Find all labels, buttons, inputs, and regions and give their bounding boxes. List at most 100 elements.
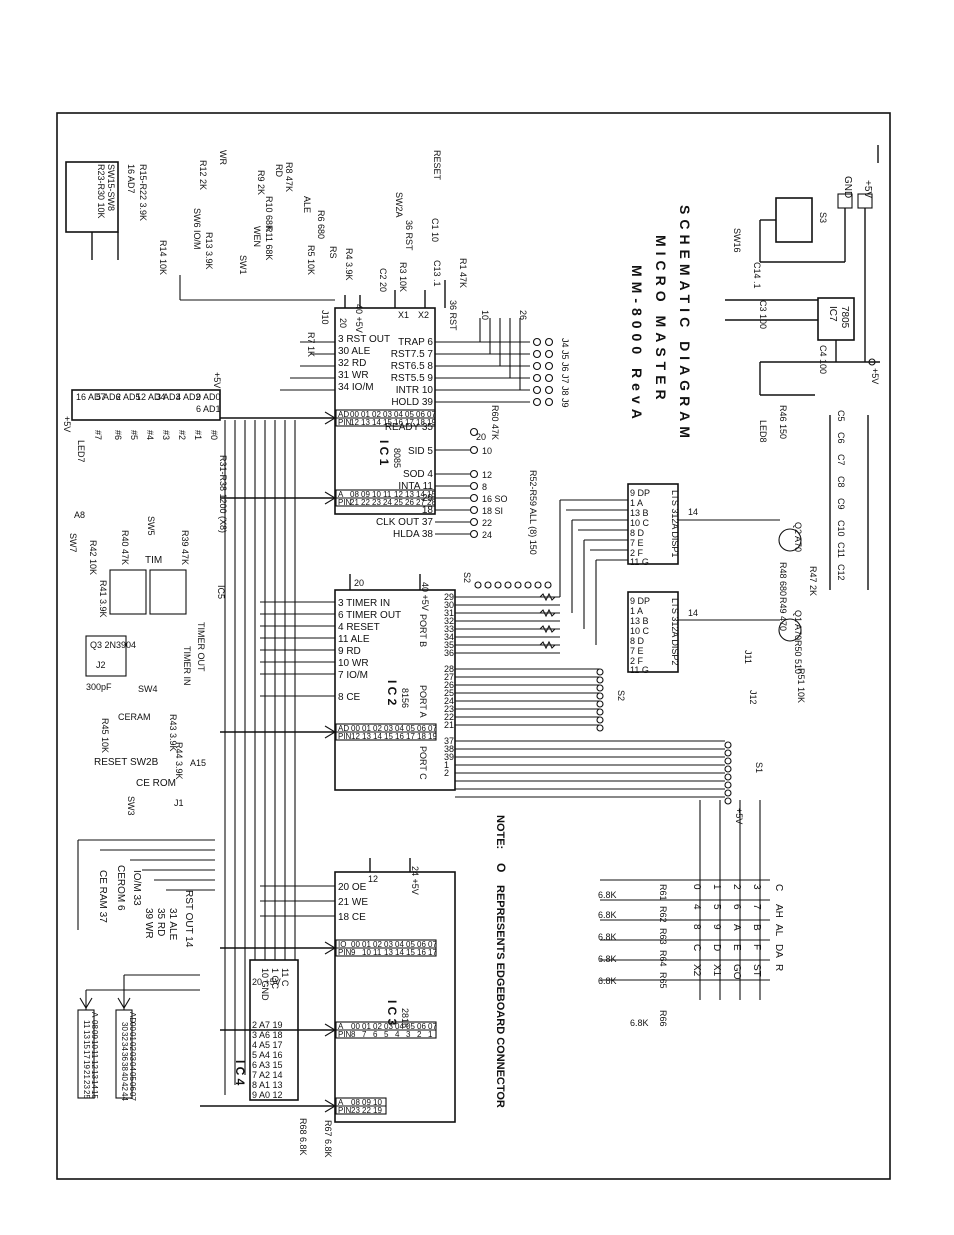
power-section: GND +5V IC7 7805 +5V S3 SW16 C14 .1 C3 1… [725, 176, 880, 590]
svg-text:37: 37 [444, 736, 454, 746]
keypad-row-r62: 4 5 6 7 [691, 904, 762, 910]
timer-block: A8 SW7 R42 10K R41 3.9K R40 47K SW5 R39 … [68, 510, 226, 816]
svg-text:J12: J12 [748, 690, 758, 705]
svg-text:SW3: SW3 [126, 796, 136, 816]
svg-text:01: 01 [362, 940, 371, 949]
svg-text:RST6.5 8: RST6.5 8 [391, 361, 434, 372]
svg-text:R23-R30 10K: R23-R30 10K [96, 164, 106, 219]
svg-text:13 B: 13 B [630, 616, 649, 626]
svg-text:4 AD2: 4 AD2 [176, 392, 201, 402]
svg-text:7 A2 14: 7 A2 14 [252, 1070, 283, 1080]
svg-text:AD: AD [338, 410, 349, 419]
svg-text:14: 14 [90, 1080, 99, 1089]
svg-text:4 A5 17: 4 A5 17 [252, 1040, 283, 1050]
svg-text:C9: C9 [836, 498, 846, 510]
svg-text:IO/M 33: IO/M 33 [131, 870, 142, 906]
ic2-port-c-pins: 37 38 39 1 2 [444, 736, 454, 778]
svg-text:31 WR: 31 WR [338, 370, 369, 381]
ic1-left-pins: 3 RST OUT 30 ALE 32 RD 31 WR 34 IO/M [338, 334, 390, 393]
svg-text:R62: R62 [658, 906, 668, 923]
svg-text:6.8K: 6.8K [598, 976, 617, 986]
svg-text:SOD 4: SOD 4 [403, 469, 433, 480]
svg-text:21: 21 [350, 498, 359, 507]
svg-text:8 A1 13: 8 A1 13 [252, 1080, 283, 1090]
svg-text:7 E: 7 E [630, 538, 644, 548]
svg-text:R14 10K: R14 10K [158, 240, 168, 275]
note-text: REPRESENTS EDGEBOARD CONNECTOR [494, 885, 506, 1108]
svg-text:23: 23 [372, 498, 381, 507]
svg-text:17: 17 [428, 948, 437, 957]
port-buses: R52-R59 ALL (8) 150 S2 S2 S1 +5V [455, 470, 764, 824]
ad-latch-block: 16 AD7 5 AD6 2 AD5 12 AD4 3 AD3 4 AD2 6 … [71, 372, 222, 421]
interrupt-jumpers: J4 J5 J6 J7 J8 J9 [532, 337, 570, 408]
svg-text:03: 03 [128, 1052, 137, 1061]
svg-text:9 A0 12: 9 A0 12 [252, 1090, 283, 1100]
note-label: NOTE: [494, 815, 506, 849]
svg-text:16: 16 [394, 418, 403, 427]
svg-text:6 TIMER OUT: 6 TIMER OUT [338, 610, 401, 621]
svg-text:SW7: SW7 [68, 533, 78, 553]
svg-text:6.8K: 6.8K [598, 890, 617, 900]
svg-text:01: 01 [361, 410, 370, 419]
svg-text:06: 06 [417, 724, 426, 733]
svg-text:CLK OUT 37: CLK OUT 37 [376, 517, 433, 528]
svg-text:18 SI: 18 SI [482, 506, 503, 516]
svg-text:08: 08 [350, 490, 359, 499]
svg-text:8 D: 8 D [630, 636, 645, 646]
svg-text:SID 5: SID 5 [408, 446, 433, 457]
svg-text:21: 21 [82, 1070, 91, 1079]
svg-text:03: 03 [383, 410, 392, 419]
svg-text:24: 24 [444, 696, 454, 706]
svg-text:22: 22 [482, 518, 492, 528]
svg-text:0: 0 [691, 884, 702, 890]
svg-text:35: 35 [444, 640, 454, 650]
svg-text:13: 13 [82, 1030, 91, 1039]
svg-text:#2: #2 [177, 430, 187, 440]
svg-text:23: 23 [82, 1080, 91, 1089]
svg-text:R7 1K: R7 1K [306, 332, 316, 357]
svg-text:A8: A8 [74, 510, 85, 520]
svg-text:11: 11 [90, 1050, 99, 1059]
svg-text:3: 3 [751, 884, 762, 890]
svg-text:R40 47K: R40 47K [120, 530, 130, 565]
svg-text:27: 27 [444, 672, 454, 682]
svg-text:X1: X1 [398, 310, 409, 320]
svg-text:16: 16 [417, 948, 426, 957]
svg-text:C3 100: C3 100 [758, 300, 768, 329]
svg-text:05: 05 [128, 1072, 137, 1081]
display-disp2: LTS 312A DISP2 9 DP 1 A 13 B 10 C 8 D 7 … [627, 591, 698, 675]
svg-text:22: 22 [444, 712, 454, 722]
svg-text:3 TIMER IN: 3 TIMER IN [338, 598, 390, 609]
svg-text:1: 1 [444, 760, 449, 770]
svg-text:15: 15 [406, 948, 415, 957]
svg-text:J6: J6 [560, 362, 570, 372]
svg-text:R12 2K: R12 2K [198, 160, 208, 190]
svg-text:C5: C5 [836, 410, 846, 422]
svg-text:CE ROM: CE ROM [136, 778, 176, 789]
svg-text:20 OE: 20 OE [338, 882, 367, 893]
svg-text:5: 5 [384, 1030, 389, 1039]
svg-text:16 AD7: 16 AD7 [76, 392, 106, 402]
svg-text:S2: S2 [616, 690, 626, 701]
svg-text:16 AD7: 16 AD7 [126, 164, 136, 194]
svg-text:33: 33 [444, 624, 454, 634]
svg-text:36: 36 [120, 1052, 129, 1061]
note-symbol: O [494, 863, 508, 872]
svg-text:F: F [751, 944, 762, 950]
bus-wiring [77, 275, 337, 1113]
svg-text:SW6 IO/M: SW6 IO/M [192, 208, 202, 250]
dip-switch-block: SW15-SW8 R15-R22 3.9K 16 AD7 R23-R30 10K [65, 161, 148, 260]
svg-text:7: 7 [362, 1030, 367, 1039]
svg-text:READY 35: READY 35 [385, 422, 434, 433]
keypad-row-r64: C D E F [691, 944, 762, 951]
svg-text:9 DP: 9 DP [630, 488, 650, 498]
svg-text:PIN: PIN [338, 1030, 352, 1039]
svg-text:40: 40 [120, 1072, 129, 1081]
svg-text:8 D: 8 D [630, 528, 645, 538]
svg-text:J9: J9 [560, 398, 570, 408]
svg-text:A: A [338, 1098, 344, 1107]
svg-text:10 C: 10 C [630, 518, 650, 528]
svg-text:5 AD6: 5 AD6 [96, 392, 121, 402]
svg-text:18 CE: 18 CE [338, 912, 366, 923]
svg-text:CE RAM 37: CE RAM 37 [97, 870, 108, 923]
